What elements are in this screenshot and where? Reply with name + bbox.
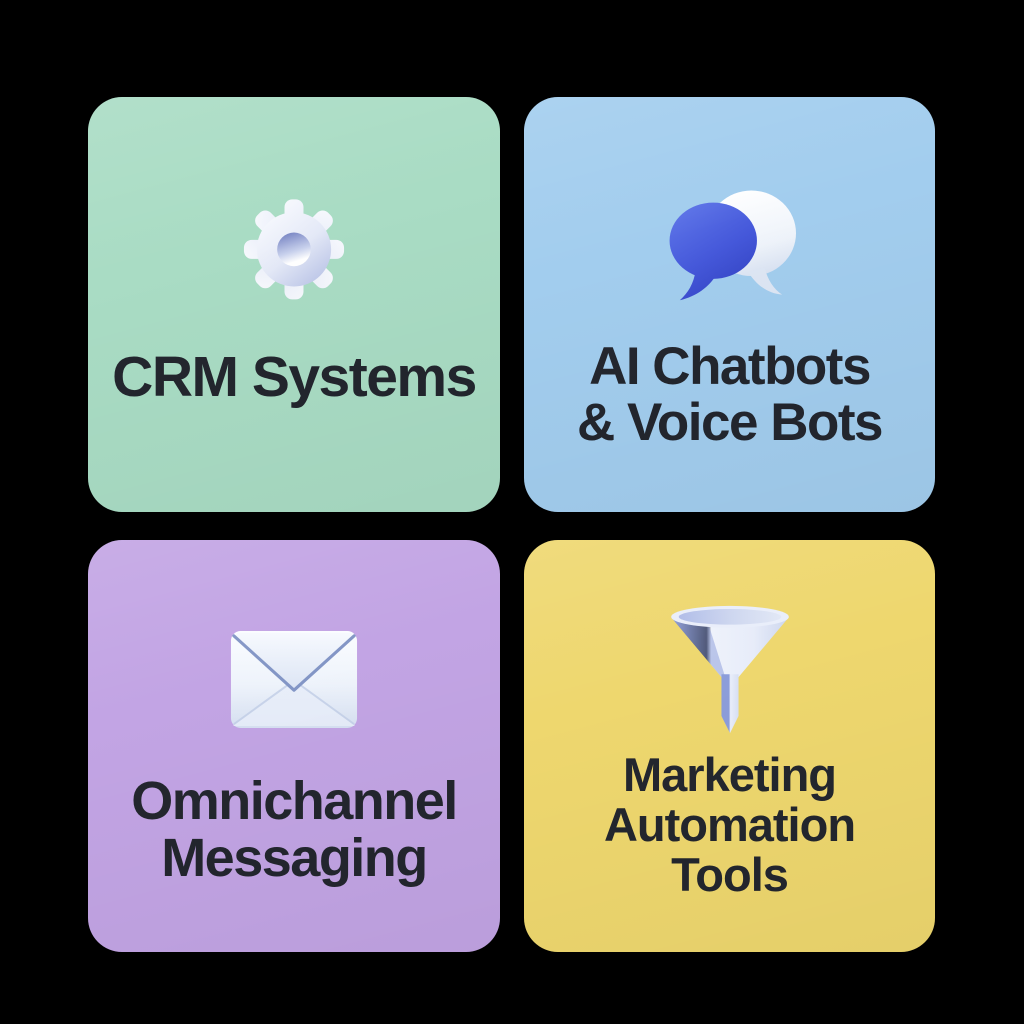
card-ai-chatbots-voice-bots: AI Chatbots & Voice Bots [524, 97, 935, 512]
card-crm-systems: CRM Systems [88, 97, 500, 512]
label-line: Omnichannel [131, 771, 458, 831]
card-icon-wrap [88, 195, 500, 302]
label-line: AI Chatbots [589, 337, 871, 396]
card-omnichannel-messaging: Omnichannel Messaging [88, 540, 500, 952]
card-label: Omnichannel Messaging [88, 771, 500, 889]
chat-bubbles-icon [669, 190, 796, 301]
envelope-icon [230, 631, 358, 728]
label-line: CRM Systems [112, 345, 477, 409]
label-line: & Voice Bots [577, 393, 883, 453]
card-label: Marketing Automation Tools [524, 750, 935, 899]
card-label: CRM Systems [88, 345, 500, 409]
card-marketing-automation-tools: Marketing Automation Tools [524, 540, 935, 952]
label-line: Tools [671, 847, 789, 901]
gear-icon [243, 199, 345, 300]
label-line: Messaging [161, 828, 428, 889]
card-icon-wrap [88, 630, 500, 729]
card-label: AI Chatbots & Voice Bots [524, 337, 935, 453]
card-icon-wrap [524, 604, 935, 735]
card-icon-wrap [524, 184, 935, 303]
label-line: Automation [603, 797, 856, 851]
funnel-icon [670, 605, 789, 734]
label-line: Marketing [623, 748, 837, 801]
